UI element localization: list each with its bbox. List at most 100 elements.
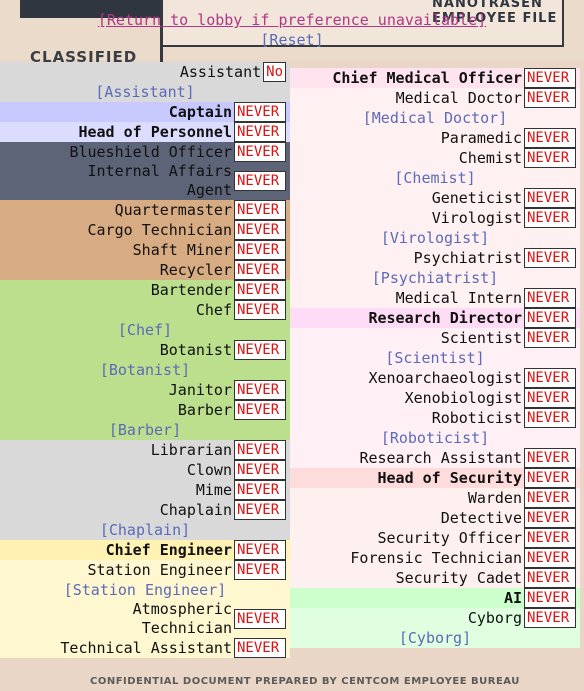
job-pref-button-paramedic[interactable]: NEVER xyxy=(524,128,576,148)
job-pref-button-librarian[interactable]: NEVER xyxy=(234,440,286,460)
job-pref-button-xenoarch[interactable]: NEVER xyxy=(524,368,576,388)
job-link-scientist-link[interactable]: [Scientist] xyxy=(290,348,580,368)
job-pref-button-techassist[interactable]: NEVER xyxy=(234,638,286,658)
job-link-botanist-link[interactable]: [Botanist] xyxy=(0,360,290,380)
job-label-hop: Head of Personnel xyxy=(78,123,232,141)
job-pref-button-engineer[interactable]: NEVER xyxy=(234,560,286,580)
job-pref-button-botanist[interactable]: NEVER xyxy=(234,340,286,360)
job-label-psychiatrist: Psychiatrist xyxy=(413,249,522,267)
job-link-doctor-link[interactable]: [Medical Doctor] xyxy=(290,108,580,128)
job-link-virologist-link[interactable]: [Virologist] xyxy=(290,228,580,248)
job-pref-button-virologist[interactable]: NEVER xyxy=(524,208,576,228)
job-link-chef-link[interactable]: [Chef] xyxy=(0,320,290,340)
job-pref-button-recycler[interactable]: NEVER xyxy=(234,260,286,280)
job-label-captain: Captain xyxy=(168,103,232,121)
job-pref-button-mime[interactable]: NEVER xyxy=(234,480,286,500)
job-pref-button-bartender[interactable]: NEVER xyxy=(234,280,286,300)
job-pref-button-rd[interactable]: NEVER xyxy=(524,308,576,328)
job-pref-button-iaa[interactable]: NEVER xyxy=(234,171,286,191)
job-link-chemist-link[interactable]: [Chemist] xyxy=(290,168,580,188)
job-pref-button-xenobio[interactable]: NEVER xyxy=(524,388,576,408)
job-label-chemist: Chemist xyxy=(458,149,522,167)
footer-text: CONFIDENTIAL DOCUMENT PREPARED BY CENTCO… xyxy=(90,676,520,687)
job-label-paramedic: Paramedic xyxy=(440,129,522,147)
job-pref-button-chef[interactable]: NEVER xyxy=(234,300,286,320)
job-link-engineer-link[interactable]: [Station Engineer] xyxy=(0,580,290,600)
job-pref-button-cmo[interactable]: NEVER xyxy=(524,68,576,88)
job-pref-button-ce[interactable]: NEVER xyxy=(234,540,286,560)
job-pref-button-warden[interactable]: NEVER xyxy=(524,488,576,508)
return-to-lobby-link[interactable]: [Return to lobby if preference unavailab… xyxy=(0,11,584,29)
job-pref-button-captain[interactable]: NEVER xyxy=(234,102,286,122)
job-link-assistant-link[interactable]: [Assistant] xyxy=(0,82,290,102)
job-label-cadet: Security Cadet xyxy=(395,569,522,587)
job-link-roboticist-link[interactable]: [Roboticist] xyxy=(290,428,580,448)
job-pref-button-detective[interactable]: NEVER xyxy=(524,508,576,528)
job-label-intern: Medical Intern xyxy=(395,289,522,307)
job-link-chaplain-link[interactable]: [Chaplain] xyxy=(0,520,290,540)
job-pref-button-officer[interactable]: NEVER xyxy=(524,528,576,548)
job-link-psychiatrist-link[interactable]: [Psychiatrist] xyxy=(290,268,580,288)
job-label-officer: Security Officer xyxy=(377,529,523,547)
job-pref-button-miner[interactable]: NEVER xyxy=(234,240,286,260)
paper-header: NANOTRASEN EMPLOYEE FILE xyxy=(160,0,564,47)
job-pref-button-janitor[interactable]: NEVER xyxy=(234,380,286,400)
job-pref-button-doctor[interactable]: NEVER xyxy=(524,88,576,108)
job-pref-button-intern[interactable]: NEVER xyxy=(524,288,576,308)
job-pref-button-geneticist[interactable]: NEVER xyxy=(524,188,576,208)
job-label-line1: Internal Affairs xyxy=(87,162,233,180)
job-pref-button-psychiatrist[interactable]: NEVER xyxy=(524,248,576,268)
job-pref-button-chaplain[interactable]: NEVER xyxy=(234,500,286,520)
job-pref-button-scientist[interactable]: NEVER xyxy=(524,328,576,348)
job-pref-button-assistant[interactable]: No xyxy=(263,62,286,82)
job-pref-button-research-assist[interactable]: NEVER xyxy=(524,448,576,468)
job-label-janitor: Janitor xyxy=(168,381,232,399)
job-link-barber-link[interactable]: [Barber] xyxy=(0,420,290,440)
job-label-chef: Chef xyxy=(195,301,232,319)
job-pref-button-ai[interactable]: NEVER xyxy=(524,588,576,608)
job-label-clown: Clown xyxy=(186,461,232,479)
job-pref-button-cadet[interactable]: NEVER xyxy=(524,568,576,588)
job-pref-button-clown[interactable]: NEVER xyxy=(234,460,286,480)
job-label-engineer: Station Engineer xyxy=(87,561,233,579)
job-pref-button-cargo[interactable]: NEVER xyxy=(234,220,286,240)
job-pref-button-cyborg[interactable]: NEVER xyxy=(524,608,576,628)
job-pref-button-hop[interactable]: NEVER xyxy=(234,122,286,142)
job-pref-button-barber[interactable]: NEVER xyxy=(234,400,286,420)
job-pref-button-atmos[interactable]: NEVER xyxy=(234,609,286,629)
reset-link[interactable]: [Reset] xyxy=(260,31,324,49)
job-pref-button-roboticist[interactable]: NEVER xyxy=(524,408,576,428)
job-pref-button-forensic[interactable]: NEVER xyxy=(524,548,576,568)
job-label-research-assist: Research Assistant xyxy=(359,449,522,467)
job-label-ai: AI xyxy=(503,589,522,607)
job-pref-button-blueshield[interactable]: NEVER xyxy=(234,142,286,162)
job-label-cyborg: Cyborg xyxy=(467,609,522,627)
job-pref-button-hos[interactable]: NEVER xyxy=(524,468,576,488)
job-label-warden: Warden xyxy=(467,489,522,507)
return-to-lobby-text[interactable]: [Return to lobby if preference unavailab… xyxy=(97,11,487,29)
job-pref-button-qm[interactable]: NEVER xyxy=(234,200,286,220)
job-label-chaplain: Chaplain xyxy=(159,501,232,519)
job-label-scientist: Scientist xyxy=(440,329,522,347)
job-pref-button-chemist[interactable]: NEVER xyxy=(524,148,576,168)
job-link-cyborg-link[interactable]: [Cyborg] xyxy=(290,628,580,648)
job-label-detective: Detective xyxy=(440,509,522,527)
classified-stamp: CLASSIFIED xyxy=(30,48,138,66)
